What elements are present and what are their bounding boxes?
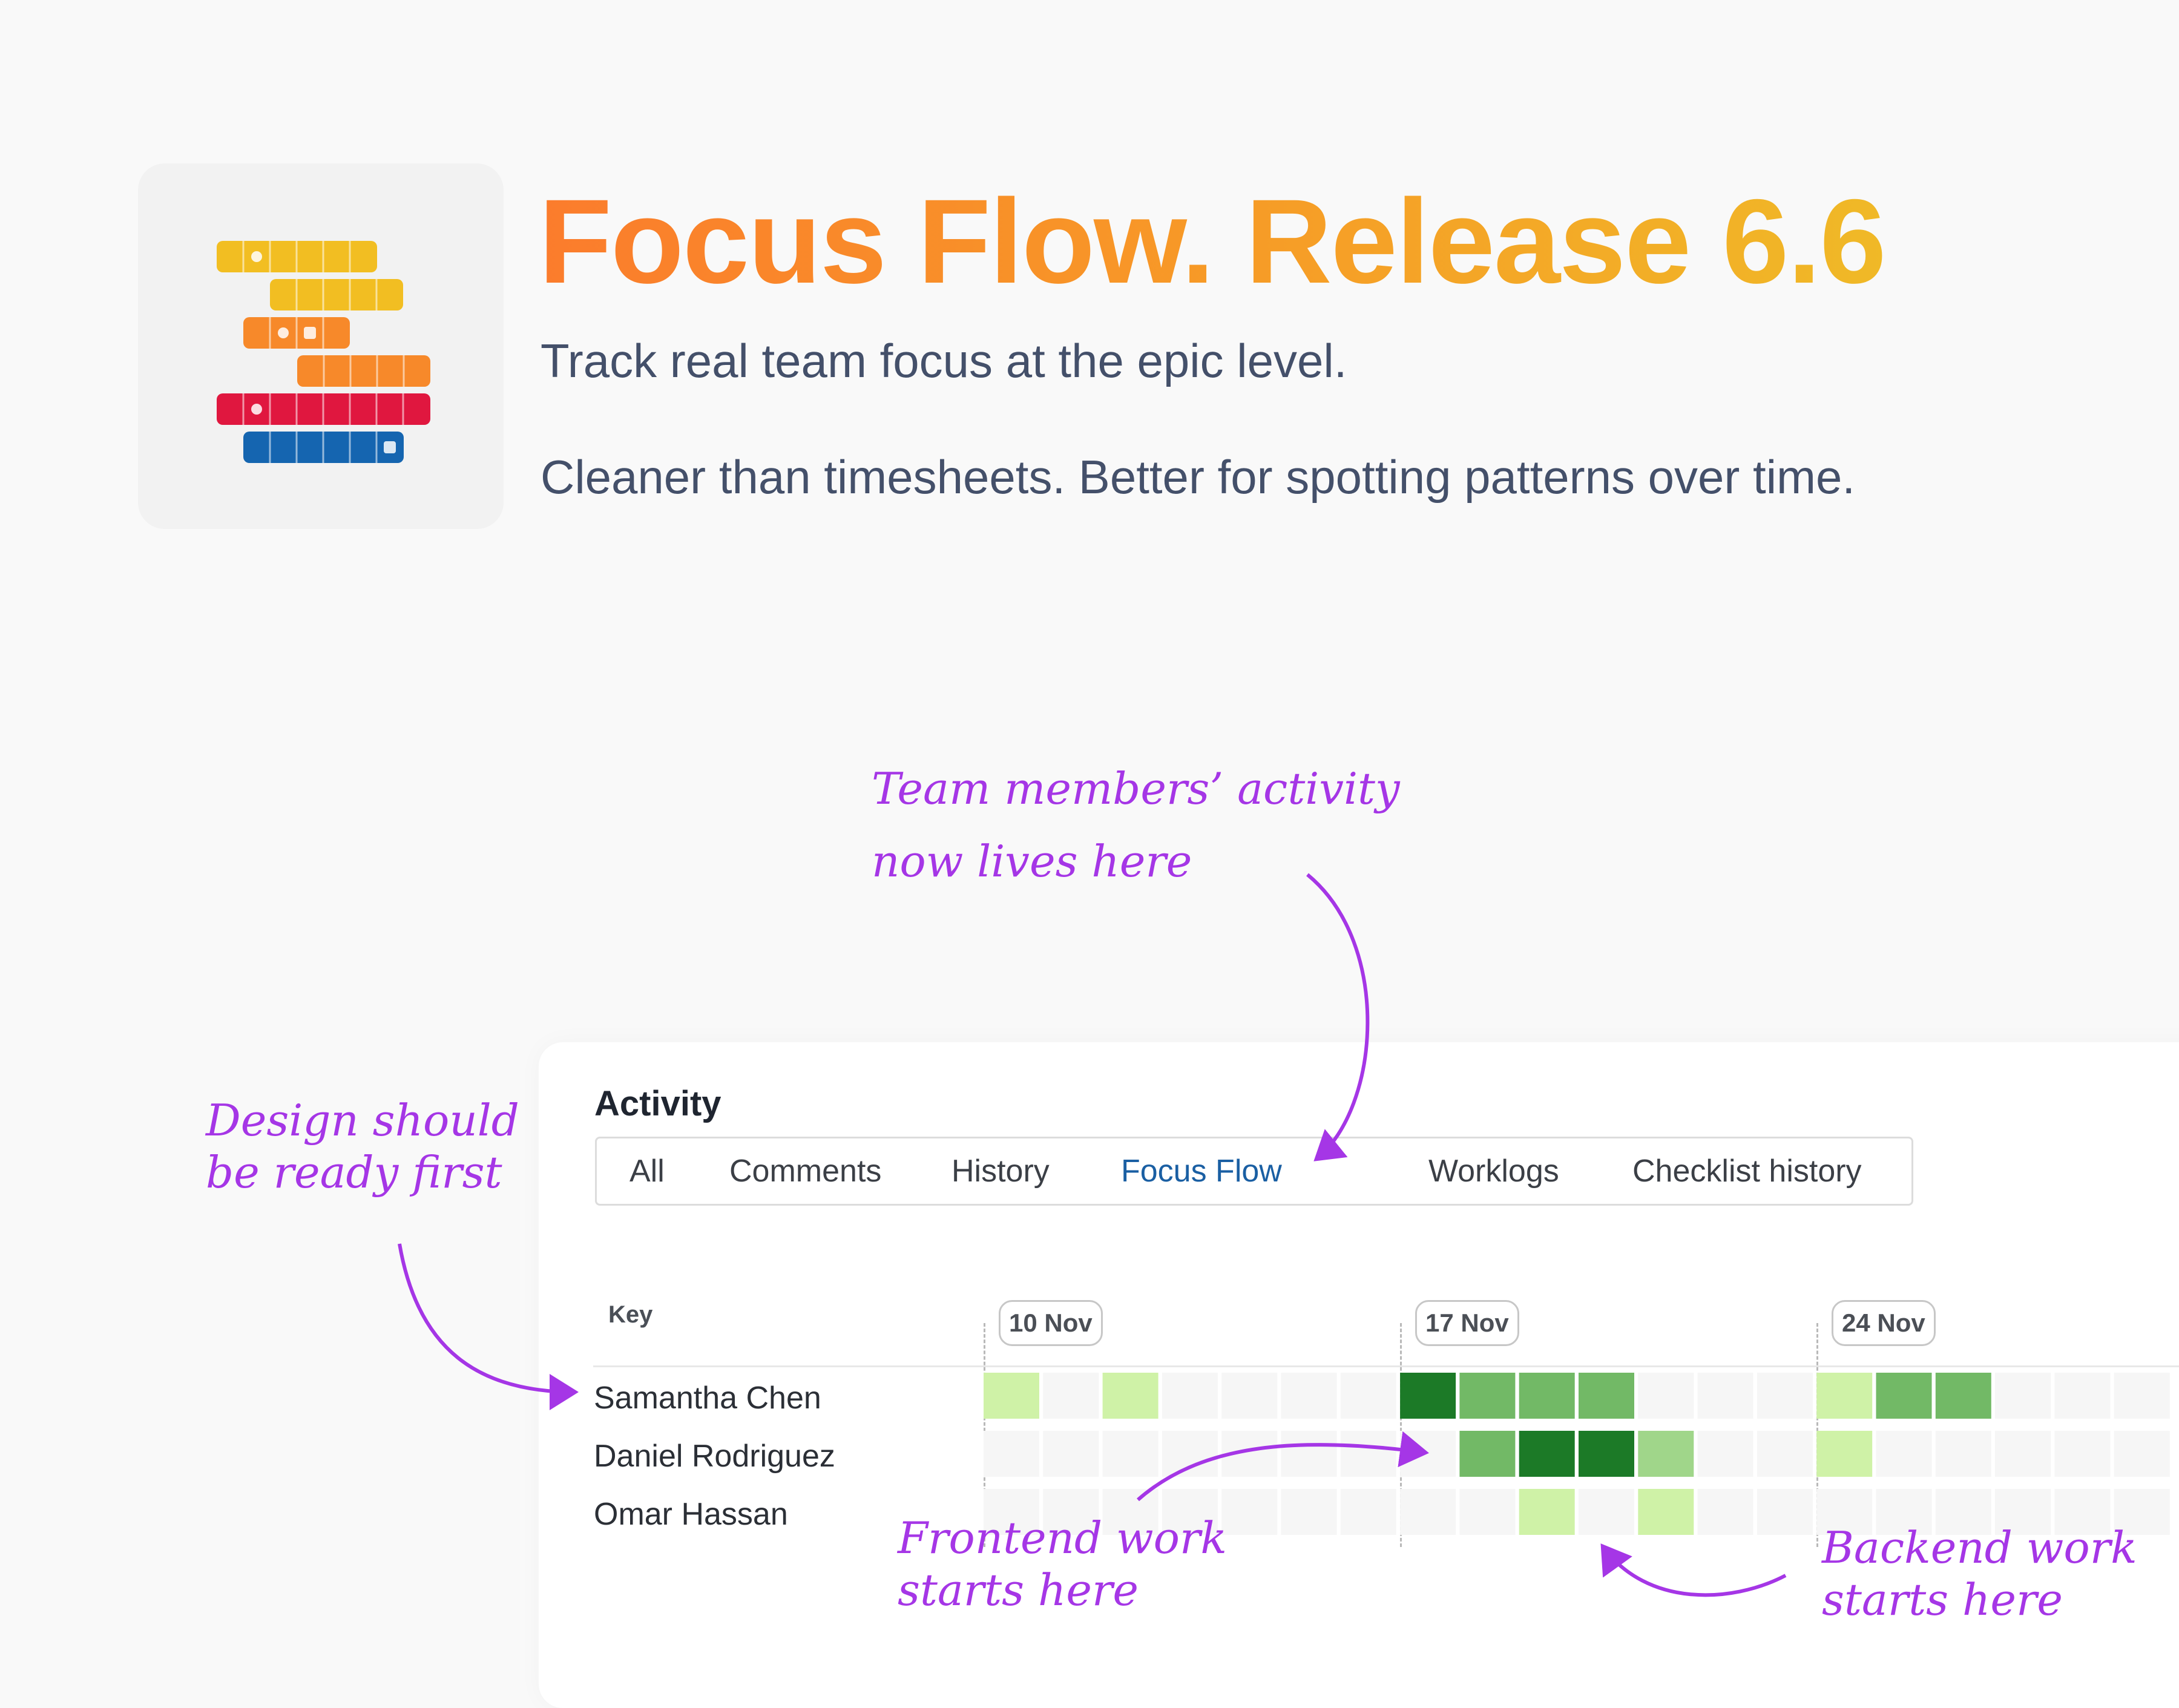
arrow-frontend xyxy=(1137,1431,1429,1502)
heatmap-cell[interactable] xyxy=(2114,1373,2170,1419)
person-row-daniel-rodriguez[interactable]: Daniel Rodriguez xyxy=(594,1439,835,1474)
note-backend-line-1: Backend work xyxy=(1822,1522,2137,1573)
logo-dot xyxy=(251,404,262,415)
heatmap-cell[interactable] xyxy=(1221,1489,1278,1535)
heatmap-cell[interactable] xyxy=(2114,1431,2170,1477)
date-chip-10-nov: 10 Nov xyxy=(999,1300,1103,1346)
heatmap-cell[interactable] xyxy=(984,1431,1039,1477)
heatmap-cell[interactable] xyxy=(1281,1373,1337,1419)
heatmap-cell[interactable] xyxy=(1579,1431,1634,1477)
tab-checklist-history[interactable]: Checklist history xyxy=(1632,1154,1862,1189)
heatmap-cell[interactable] xyxy=(1697,1373,1753,1419)
tab-history[interactable]: History xyxy=(951,1154,1050,1189)
heatmap-cell[interactable] xyxy=(1043,1431,1099,1477)
note-frontend-line-1: Frontend work xyxy=(898,1513,1228,1563)
tab-focus-flow[interactable]: Focus Flow xyxy=(1121,1154,1282,1189)
logo-square xyxy=(384,441,396,453)
heatmap-cell[interactable] xyxy=(1162,1489,1218,1535)
activity-tab-bar xyxy=(595,1137,1913,1206)
heatmap-cell[interactable] xyxy=(984,1489,1039,1535)
heatmap-cell[interactable] xyxy=(1935,1489,1991,1535)
heatmap-cell[interactable] xyxy=(1459,1431,1516,1477)
logo-dot xyxy=(251,251,262,262)
tab-comments[interactable]: Comments xyxy=(729,1154,882,1189)
heatmap-cell[interactable] xyxy=(1816,1489,1873,1535)
heatmap-cell[interactable] xyxy=(1459,1373,1516,1419)
note-design-line-2: be ready first xyxy=(206,1147,502,1198)
heatmap-cell[interactable] xyxy=(1935,1431,1991,1477)
note-team-activity-line-2: now lives here xyxy=(872,836,1192,887)
heatmap-cell[interactable] xyxy=(1162,1373,1218,1419)
heatmap-cell[interactable] xyxy=(1459,1489,1516,1535)
arrow-backend xyxy=(1600,1543,1787,1597)
heatmap-cell[interactable] xyxy=(1757,1431,1813,1477)
heatmap-cell[interactable] xyxy=(1579,1489,1634,1535)
heatmap-cell[interactable] xyxy=(1043,1373,1099,1419)
note-team-activity-line-1: Team members’ activity xyxy=(872,763,1400,814)
key-column-header: Key xyxy=(608,1301,653,1328)
arrow-team-activity xyxy=(1306,873,1370,1161)
subtitle-primary: Track real team focus at the epic level. xyxy=(541,334,1347,387)
heatmap-cell[interactable] xyxy=(1995,1373,2051,1419)
heatmap-cell[interactable] xyxy=(1816,1373,1873,1419)
heatmap-cell[interactable] xyxy=(1638,1431,1694,1477)
release-title: Focus Flow. Release 6.6 xyxy=(539,174,1887,308)
heatmap-cell[interactable] xyxy=(1281,1489,1337,1535)
heatmap-cell[interactable] xyxy=(2114,1489,2170,1535)
heatmap-cell[interactable] xyxy=(1043,1489,1099,1535)
app-logo-tile xyxy=(138,163,504,529)
heatmap-cell[interactable] xyxy=(1579,1373,1634,1419)
logo-dot xyxy=(278,327,289,338)
logo-bar xyxy=(270,279,403,310)
heatmap-cell[interactable] xyxy=(1757,1489,1813,1535)
heatmap-cell[interactable] xyxy=(1816,1431,1873,1477)
heatmap-cell[interactable] xyxy=(1519,1431,1575,1477)
heatmap-cell[interactable] xyxy=(1400,1489,1456,1535)
heatmap-cell[interactable] xyxy=(1876,1431,1932,1477)
activity-title: Activity xyxy=(594,1084,721,1123)
heatmap-cell[interactable] xyxy=(1697,1489,1753,1535)
tab-all[interactable]: All xyxy=(629,1154,665,1189)
person-row-omar-hassan[interactable]: Omar Hassan xyxy=(594,1497,788,1532)
heatmap-cell[interactable] xyxy=(1995,1431,2051,1477)
heatmap-cell[interactable] xyxy=(2054,1373,2111,1419)
heatmap-cell[interactable] xyxy=(1876,1489,1932,1535)
annotation-arrows xyxy=(398,873,1787,1597)
heatmap-cell[interactable] xyxy=(2054,1431,2111,1477)
arrow-design xyxy=(398,1243,579,1410)
heatmap-cell[interactable] xyxy=(1519,1489,1575,1535)
heatmap-cell[interactable] xyxy=(1400,1373,1456,1419)
note-frontend-line-2: starts here xyxy=(898,1565,1139,1615)
heatmap-cell[interactable] xyxy=(1102,1489,1159,1535)
header-divider xyxy=(593,1365,2179,1367)
heatmap-cell[interactable] xyxy=(1935,1373,1991,1419)
heatmap-cell[interactable] xyxy=(1995,1489,2051,1535)
stacked-bars-logo-icon xyxy=(217,241,430,463)
heatmap-cell[interactable] xyxy=(1340,1431,1396,1477)
logo-square xyxy=(304,327,316,339)
heatmap-cell[interactable] xyxy=(1519,1373,1575,1419)
heatmap-cell[interactable] xyxy=(1340,1373,1396,1419)
heatmap-cell[interactable] xyxy=(1281,1431,1337,1477)
focus-heatmap xyxy=(984,1373,2170,1535)
heatmap-cell[interactable] xyxy=(2054,1489,2111,1535)
heatmap-cell[interactable] xyxy=(1876,1373,1932,1419)
note-design-line-1: Design should xyxy=(206,1095,519,1146)
note-backend-line-2: starts here xyxy=(1822,1574,2063,1625)
person-row-samantha-chen[interactable]: Samantha Chen xyxy=(594,1381,821,1416)
heatmap-cell[interactable] xyxy=(1697,1431,1753,1477)
heatmap-cell[interactable] xyxy=(1102,1373,1159,1419)
heatmap-cell[interactable] xyxy=(1221,1373,1278,1419)
subtitle-secondary: Cleaner than timesheets. Better for spot… xyxy=(541,450,1856,504)
heatmap-cell[interactable] xyxy=(984,1373,1039,1419)
date-chip-17-nov: 17 Nov xyxy=(1415,1300,1519,1346)
heatmap-cell[interactable] xyxy=(1757,1373,1813,1419)
heatmap-cell[interactable] xyxy=(1340,1489,1396,1535)
logo-bar xyxy=(297,355,430,387)
tab-worklogs[interactable]: Worklogs xyxy=(1428,1154,1559,1189)
heatmap-cell[interactable] xyxy=(1638,1489,1694,1535)
heatmap-cell[interactable] xyxy=(1638,1373,1694,1419)
heatmap-cell[interactable] xyxy=(1102,1431,1159,1477)
date-chip-24-nov: 24 Nov xyxy=(1832,1300,1936,1346)
